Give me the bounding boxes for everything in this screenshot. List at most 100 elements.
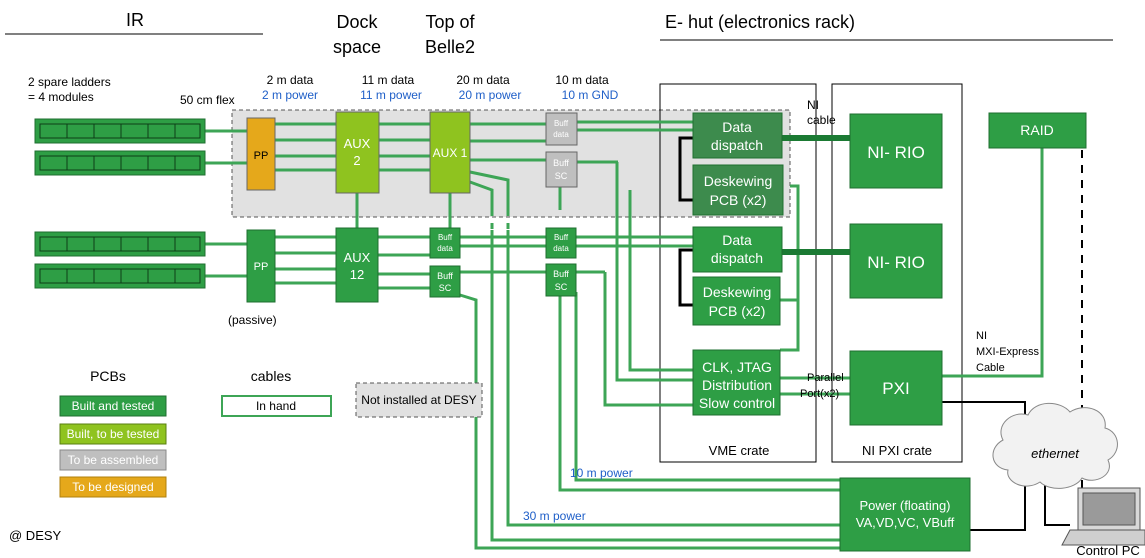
- legend-swatch-to-design: [59, 476, 167, 498]
- buff-sc-top: [545, 151, 578, 188]
- mxi-express-cable: [942, 140, 1044, 378]
- top-branch-cables: [275, 120, 693, 210]
- ethernet-cloud-icon: [992, 402, 1118, 489]
- legend-in-hand: In hand: [256, 399, 296, 413]
- legend-to-design: To be designed: [72, 480, 153, 494]
- heading-dock-1: Dock: [336, 12, 378, 32]
- power-cables: [459, 230, 840, 550]
- power-label-2: VA,VD,VC, VBuff: [856, 515, 955, 530]
- heading-ir: IR: [126, 10, 144, 30]
- clk-label-3: Slow control: [699, 395, 775, 411]
- pp-bottom-board: [246, 229, 276, 303]
- aux12-board: [335, 227, 379, 303]
- ni-cable-label-1: NI: [807, 98, 819, 112]
- data-dispatch-2-l1: Data: [722, 232, 752, 248]
- aux12-label-1: AUX: [344, 250, 371, 265]
- ni-rio-1-label: NI- RIO: [867, 143, 925, 162]
- parallel-label-1: Parallel: [807, 372, 844, 384]
- power-supply-board: [839, 477, 971, 552]
- heading-top-1: Top of: [425, 12, 475, 32]
- spec-1-data: 2 m data: [267, 73, 314, 87]
- heading-top-2: Belle2: [425, 37, 475, 57]
- spec-4-data: 10 m data: [555, 73, 609, 87]
- aux1-board: [429, 111, 471, 194]
- clk-label-2: Distribution: [702, 377, 772, 393]
- power-10m-label: 10 m power: [570, 466, 633, 480]
- raid-board: [988, 112, 1087, 149]
- legend-swatch-in-hand: [221, 395, 332, 417]
- clk-jtag-board: [692, 349, 781, 416]
- power-30m-label: 30 m power: [523, 509, 586, 523]
- legend-built-to-test: Built, to be tested: [67, 427, 160, 441]
- ni-rio-2-label: NI- RIO: [867, 253, 925, 272]
- buff-sc-aux12: [429, 265, 461, 298]
- aux2-board: [335, 111, 380, 194]
- ladder-2: [34, 150, 206, 176]
- cable-breaks: [490, 190, 632, 290]
- legend-to-assemble: To be assembled: [68, 453, 159, 467]
- spec-3-data: 20 m data: [456, 73, 510, 87]
- ladder-1: [34, 118, 206, 144]
- buff-data-top: [545, 112, 578, 146]
- heading-ehut: E- hut (electronics rack): [665, 12, 855, 32]
- buff-data-top-l2: data: [553, 130, 569, 139]
- spec-1-power: 2 m power: [262, 88, 318, 102]
- buff-data-aux12-l2: data: [437, 244, 453, 253]
- bottom-branch-cables: [275, 162, 693, 407]
- parallel-label-2: Port(x2): [800, 388, 839, 400]
- ladder-3: [34, 231, 206, 257]
- ladder-4: [34, 263, 206, 289]
- pp-top-label: PP: [254, 150, 269, 162]
- buff-sc-right: [545, 263, 577, 297]
- data-dispatch-2: [692, 226, 783, 273]
- clk-label-1: CLK, JTAG: [702, 359, 772, 375]
- heading-dock-2: space: [333, 37, 381, 57]
- mxi-label-2: MXI-Express: [976, 346, 1039, 358]
- pp-top-board: [246, 117, 276, 191]
- deskew-clk-cable: [780, 184, 800, 352]
- footer-credit: @ DESY: [9, 528, 62, 543]
- legend-not-installed: Not installed at DESY: [361, 393, 476, 407]
- ladders-label-1: 2 spare ladders: [28, 75, 111, 89]
- buff-data-aux12-l1: Buff: [438, 233, 453, 242]
- deskew-1: [692, 164, 784, 216]
- legend-swatch-not-installed: [355, 382, 483, 418]
- dispatch-deskew-link-1: [678, 136, 693, 202]
- buff-sc-right-l2: SC: [555, 282, 568, 292]
- pc-ethernet-link: [1044, 480, 1070, 526]
- data-dispatch-1-l2: dispatch: [711, 137, 763, 153]
- deskew-2-l2: PCB (x2): [709, 303, 766, 319]
- buff-data-right: [545, 227, 577, 259]
- legend-cables-title: cables: [251, 368, 291, 384]
- buff-data-right-l2: data: [553, 244, 569, 253]
- ni-rio-1: [849, 113, 943, 189]
- buff-sc-right-l1: Buff: [553, 269, 569, 279]
- deskew-2-l1: Deskewing: [703, 284, 771, 300]
- ni-cable-label-2: cable: [807, 113, 836, 127]
- ni-rio-2: [849, 223, 943, 299]
- aux12-label-2: 12: [350, 267, 364, 282]
- deskew-1-l2: PCB (x2): [710, 192, 767, 208]
- aux2-label-2: 2: [353, 153, 360, 168]
- vme-crate: [659, 83, 817, 463]
- spec-2-data: 11 m data: [362, 73, 415, 87]
- flex-label: 50 cm flex: [180, 93, 235, 107]
- passive-label: (passive): [228, 313, 277, 327]
- legend-swatch-to-assemble: [59, 449, 167, 471]
- buff-sc-top-l2: SC: [555, 171, 568, 181]
- legend-pcbs-title: PCBs: [90, 368, 126, 384]
- ni-pxi-crate-label: NI PXI crate: [862, 443, 932, 458]
- spec-4-gnd: 10 m GND: [562, 88, 619, 102]
- data-dispatch-1-l1: Data: [722, 119, 752, 135]
- data-dispatch-1: [692, 112, 783, 159]
- power-label-1: Power (floating): [859, 498, 950, 513]
- buff-data-aux12: [429, 227, 461, 259]
- control-pc-icon: [1061, 487, 1145, 546]
- deskew-1-l1: Deskewing: [704, 173, 772, 189]
- data-dispatch-2-l2: dispatch: [711, 250, 763, 266]
- ni-pxi-crate: [831, 83, 963, 463]
- deskew-2: [692, 276, 781, 326]
- mxi-label-3: Cable: [976, 362, 1005, 374]
- raid-label: RAID: [1020, 122, 1053, 138]
